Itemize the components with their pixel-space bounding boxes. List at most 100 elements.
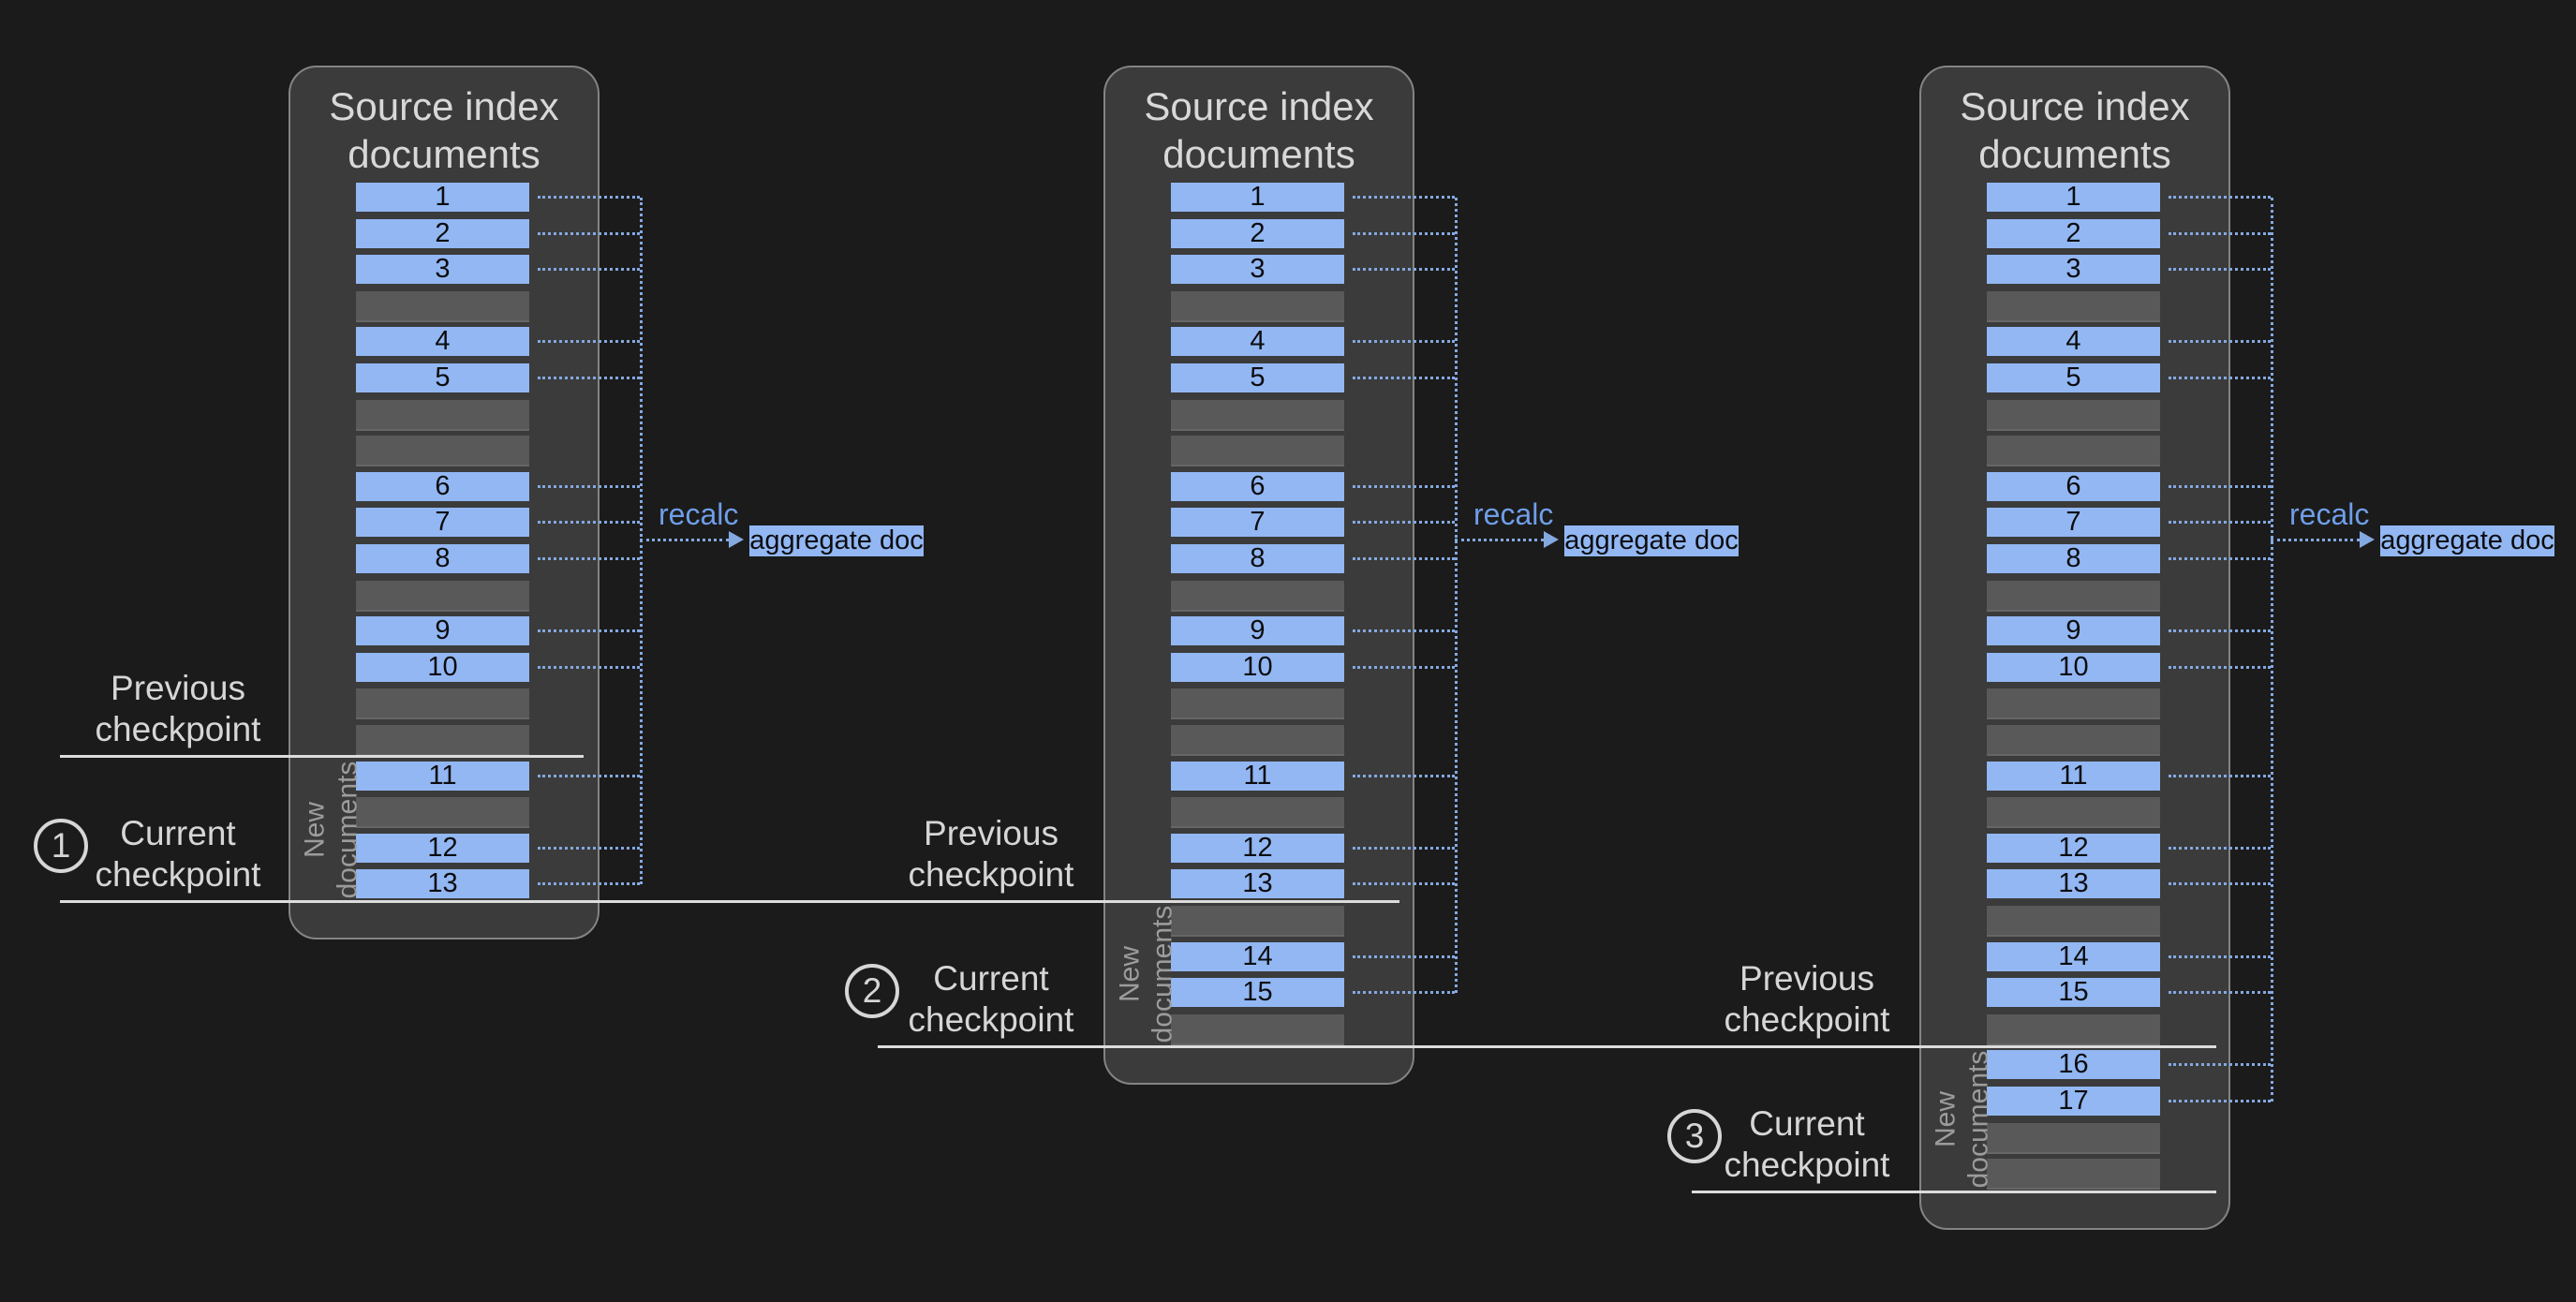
doc-block: 9 xyxy=(1987,616,2160,646)
arrowhead-icon xyxy=(1544,531,1559,548)
empty-block xyxy=(1987,1159,2160,1189)
doc-block: 11 xyxy=(1987,761,2160,791)
empty-block xyxy=(356,688,529,718)
empty-block xyxy=(1987,1013,2160,1043)
connector-line xyxy=(538,377,640,379)
doc-block: 4 xyxy=(356,327,529,357)
aggregate-doc-box: aggregate doc xyxy=(2380,525,2554,556)
empty-block xyxy=(1987,436,2160,466)
checkpoint-label-line2: checkpoint xyxy=(1724,1146,1890,1184)
connector-line xyxy=(2169,882,2271,886)
recalc-arrow xyxy=(640,539,729,541)
connector-line xyxy=(2169,377,2271,379)
doc-block: 13 xyxy=(356,869,529,899)
connector-line xyxy=(2169,774,2271,777)
doc-block: 14 xyxy=(1987,941,2160,971)
doc-block: 8 xyxy=(1171,544,1344,573)
new-documents-line2: documents xyxy=(332,761,363,899)
checkpoint-line xyxy=(1692,1191,2216,1193)
doc-block: 17 xyxy=(1987,1087,2160,1116)
empty-block xyxy=(1987,725,2160,754)
panel-title-line2: documents xyxy=(1162,132,1355,176)
doc-block: 13 xyxy=(1171,869,1344,899)
arrowhead-icon xyxy=(729,531,744,548)
empty-block xyxy=(356,797,529,827)
empty-block xyxy=(356,725,529,754)
step-number-badge: 1 xyxy=(34,819,88,873)
connector-line xyxy=(538,484,640,488)
doc-block: 10 xyxy=(356,652,529,682)
connector-line xyxy=(1353,196,1455,199)
empty-block xyxy=(1987,399,2160,429)
doc-block: 2 xyxy=(1171,218,1344,248)
empty-block xyxy=(1987,290,2160,320)
doc-block: 15 xyxy=(1171,978,1344,1008)
connector-line xyxy=(538,231,640,235)
connector-line xyxy=(2169,629,2271,633)
collector-line xyxy=(1455,197,1458,993)
panel-title-line1: Source index xyxy=(1960,84,2190,128)
step-number-badge: 2 xyxy=(845,964,899,1018)
connector-line xyxy=(2169,196,2271,199)
doc-block: 7 xyxy=(1171,508,1344,538)
connector-line xyxy=(538,774,640,777)
connector-line xyxy=(538,846,640,850)
empty-block xyxy=(1171,797,1344,827)
doc-block: 5 xyxy=(356,363,529,392)
arrowhead-icon xyxy=(2360,531,2375,548)
doc-block: 2 xyxy=(1987,218,2160,248)
empty-block xyxy=(1171,688,1344,718)
checkpoint-label-line2: checkpoint xyxy=(908,855,1074,894)
aggregate-doc-box: aggregate doc xyxy=(749,525,924,556)
panel-title-line2: documents xyxy=(348,132,540,176)
connector-line xyxy=(1353,231,1455,235)
doc-block: 14 xyxy=(1171,941,1344,971)
empty-block xyxy=(1987,1122,2160,1152)
doc-block: 6 xyxy=(1987,471,2160,501)
empty-block xyxy=(1171,1013,1344,1043)
doc-block: 15 xyxy=(1987,978,2160,1008)
doc-block: 7 xyxy=(1987,508,2160,538)
connector-line xyxy=(1353,521,1455,525)
new-documents-line2: documents xyxy=(1147,906,1178,1043)
doc-block: 1 xyxy=(1987,183,2160,212)
doc-block: 10 xyxy=(1987,652,2160,682)
connector-line xyxy=(2169,1063,2271,1067)
doc-block: 12 xyxy=(356,833,529,863)
doc-block: 3 xyxy=(356,255,529,285)
doc-block: 13 xyxy=(1987,869,2160,899)
empty-block xyxy=(356,399,529,429)
connector-line xyxy=(2169,340,2271,344)
connector-line xyxy=(2169,484,2271,488)
doc-block: 8 xyxy=(356,544,529,573)
connector-line xyxy=(1353,882,1455,886)
connector-line xyxy=(2169,991,2271,995)
connector-line xyxy=(538,268,640,272)
recalc-label: recalc xyxy=(1473,497,1554,531)
empty-block xyxy=(1987,580,2160,610)
empty-block xyxy=(1171,290,1344,320)
collector-line xyxy=(2271,197,2273,1102)
panel-title-line1: Source index xyxy=(329,84,559,128)
doc-block: 12 xyxy=(1987,833,2160,863)
recalc-arrow xyxy=(2271,539,2360,541)
doc-block: 1 xyxy=(356,183,529,212)
connector-line xyxy=(2169,665,2271,669)
doc-block: 11 xyxy=(356,761,529,791)
checkpoint-label-line2: checkpoint xyxy=(1724,1000,1890,1039)
connector-line xyxy=(2169,846,2271,850)
connector-line xyxy=(2169,954,2271,958)
doc-block: 4 xyxy=(1987,327,2160,357)
empty-block xyxy=(356,436,529,466)
doc-block: 9 xyxy=(356,616,529,646)
connector-line xyxy=(1353,268,1455,272)
connector-line xyxy=(538,340,640,344)
empty-block xyxy=(1171,906,1344,935)
